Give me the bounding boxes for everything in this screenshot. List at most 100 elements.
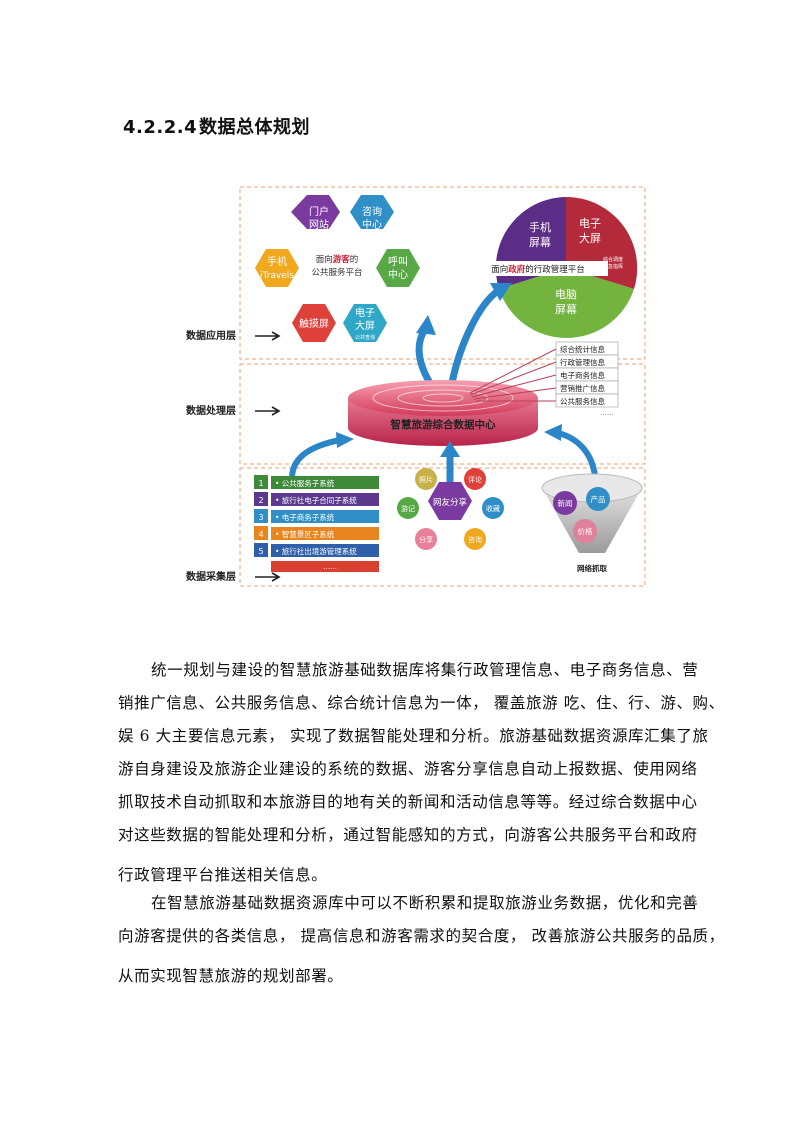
layer-label-process: 数据处理层 <box>186 404 236 417</box>
layer-arrow-icon <box>255 406 281 416</box>
data-center: 智慧旅游综合数据中心 <box>348 380 538 446</box>
hex-consult <box>350 195 394 229</box>
svg-text:5: 5 <box>258 547 263 556</box>
svg-text:照片: 照片 <box>419 475 433 484</box>
data-center-label: 智慧旅游综合数据中心 <box>390 418 496 431</box>
svg-text:2: 2 <box>258 496 263 505</box>
svg-text:营销推广信息: 营销推广信息 <box>560 383 605 393</box>
paragraph-1: 统一规划与建设的智慧旅游基础数据库将集行政管理信息、电子商务信息、营 销推广信息… <box>118 654 725 892</box>
svg-text:大屏: 大屏 <box>579 231 601 245</box>
hex-call <box>376 249 420 287</box>
arrow-head-icon <box>544 424 562 441</box>
svg-text:4: 4 <box>258 530 263 539</box>
arrow-head-icon <box>336 432 354 448</box>
svg-text:行政管理信息: 行政管理信息 <box>560 357 605 367</box>
svg-text:• 智慧景区子系统: • 智慧景区子系统 <box>275 529 335 539</box>
arrow-to-gov-icon <box>448 288 501 384</box>
hex-mobile <box>255 249 299 287</box>
svg-text:iTravels: iTravels <box>260 271 294 281</box>
paragraph-line: 游自身建设及旅游企业建设的系统的数据、游客分享信息自动上报数据、使用网络 <box>118 760 698 778</box>
svg-text:网站: 网站 <box>309 218 329 231</box>
svg-text:呼叫: 呼叫 <box>388 256 408 268</box>
hex-portal <box>291 195 340 229</box>
paragraph-line: 统一规划与建设的智慧旅游基础数据库将集行政管理信息、电子商务信息、营 <box>151 661 699 679</box>
svg-text:价格: 价格 <box>578 526 593 536</box>
svg-text:电脑: 电脑 <box>555 288 577 301</box>
gov-platform-label-bg <box>468 261 608 276</box>
svg-text:咨询: 咨询 <box>468 535 482 544</box>
svg-text:电子商务信息: 电子商务信息 <box>560 370 605 380</box>
hex-bigscreen <box>343 304 387 342</box>
arrow-subsystems-icon <box>289 437 341 479</box>
user-share: 网友分享 照片 评论 游记 收藏 分享 咨询 <box>397 468 504 550</box>
svg-text:面向游客的: 面向游客的 <box>316 254 359 265</box>
paragraph-line: 向游客提供的各类信息， 提高信息和游客需求的契合度， 改善旅游公共服务的品质， <box>118 927 725 945</box>
collect-layer-frame <box>239 467 646 587</box>
info-list: 综合统计信息 行政管理信息 电子商务信息 营销推广信息 公共服务信息 …… <box>469 341 619 417</box>
layer-label-app: 数据应用层 <box>186 329 236 342</box>
svg-text:网友分享: 网友分享 <box>433 497 468 508</box>
svg-text:门户: 门户 <box>309 205 329 218</box>
svg-text:1: 1 <box>258 479 263 488</box>
svg-text:• 旅行社出境游管理系统: • 旅行社出境游管理系统 <box>275 546 357 556</box>
svg-text:大屏: 大屏 <box>355 319 375 332</box>
hex-touch <box>292 304 336 342</box>
arrow-head-icon <box>440 441 460 457</box>
svg-text:• 公共服务子系统: • 公共服务子系统 <box>275 478 335 488</box>
public-platform: 门户 网站 咨询 中心 手机 iTravels 面向游客的 公共服务平台 呼叫 … <box>255 195 420 342</box>
layer-arrow-icon <box>255 331 281 341</box>
svg-text:产品: 产品 <box>591 494 606 504</box>
arrow-crawl-icon <box>557 430 598 477</box>
svg-text:中心: 中心 <box>362 218 382 231</box>
svg-text:应急指挥: 应急指挥 <box>603 263 623 270</box>
pie-pc <box>499 268 634 338</box>
svg-text:综合调度: 综合调度 <box>603 256 623 263</box>
svg-text:综合统计信息: 综合统计信息 <box>560 344 605 354</box>
svg-text:手机: 手机 <box>529 220 551 234</box>
arrow-head-icon <box>416 315 436 335</box>
svg-text:新闻: 新闻 <box>558 498 573 508</box>
paragraph-line: 抓取技术自动抓取和本旅游目的地有关的新闻和活动信息等等。经过综合数据中心 <box>118 793 698 811</box>
svg-text:手机: 手机 <box>267 255 287 268</box>
svg-text:屏幕: 屏幕 <box>529 235 551 249</box>
svg-text:3: 3 <box>258 513 263 522</box>
section-title: 数据总体规划 <box>199 117 310 138</box>
layer-label-collect: 数据采集层 <box>186 570 236 583</box>
paragraph-line: 销推广信息、公共服务信息、综合统计信息为一体， 覆盖旅游 吃、住、行、游、购、 <box>118 694 725 712</box>
web-crawl: 新闻 产品 价格 网络抓取 <box>541 473 643 573</box>
svg-text:公共查询: 公共查询 <box>355 334 375 341</box>
paragraph-line: 行政管理平台推送相关信息。 <box>118 866 328 884</box>
svg-text:……: …… <box>323 563 337 571</box>
subsystem-list: 1 • 公共服务子系统 2 • 旅行社电子合同子系统 3 • 电子商务子系统 4… <box>254 475 379 572</box>
paragraph-line: 对这些数据的智能处理和分析，通过智能感知的方式，向游客公共服务平台和政府 <box>118 826 698 844</box>
svg-text:屏幕: 屏幕 <box>555 302 577 316</box>
svg-text:• 电子商务子系统: • 电子商务子系统 <box>275 512 335 522</box>
svg-text:电子: 电子 <box>579 217 601 230</box>
svg-text:分享: 分享 <box>419 535 433 544</box>
data-planning-diagram: 数据应用层 数据处理层 数据采集层 门户 网站 咨询 中心 手机 iTravel… <box>180 183 650 593</box>
arrow-to-public-icon <box>415 329 434 385</box>
svg-text:中心: 中心 <box>388 268 408 281</box>
paragraph-line: 从而实现智慧旅游的规划部署。 <box>118 967 344 985</box>
section-number: 4.2.2.4 <box>123 117 198 138</box>
layer-arrow-icon <box>255 572 281 582</box>
svg-text:面向政府的行政管理平台: 面向政府的行政管理平台 <box>491 264 585 275</box>
paragraph-line: 在智慧旅游基础数据资源库中可以不断积累和提取旅游业务数据，优化和完善 <box>151 894 699 912</box>
svg-text:……: …… <box>600 409 614 417</box>
svg-text:电子: 电子 <box>355 306 375 319</box>
paragraph-line: 娱 6 大主要信息元素， 实现了数据智能处理和分析。旅游基础数据资源库汇集了旅 <box>118 727 709 745</box>
svg-text:评论: 评论 <box>468 475 482 484</box>
arrow-head-icon <box>490 283 512 301</box>
svg-text:游记: 游记 <box>401 504 415 513</box>
app-layer-frame <box>239 186 646 360</box>
paragraph-2: 在智慧旅游基础数据资源库中可以不断积累和提取旅游业务数据，优化和完善 向游客提供… <box>118 887 725 993</box>
svg-text:咨询: 咨询 <box>362 205 382 218</box>
svg-text:公共服务平台: 公共服务平台 <box>311 267 362 278</box>
svg-text:收藏: 收藏 <box>486 504 500 513</box>
svg-text:网络抓取: 网络抓取 <box>577 563 607 573</box>
process-layer-frame <box>239 363 646 465</box>
svg-text:公共服务信息: 公共服务信息 <box>560 396 605 406</box>
gov-platform: 面向政府的行政管理平台 手机 屏幕 电子 大屏 综合调度 应急指挥 电脑 屏幕 <box>468 196 638 338</box>
svg-text:触摸屏: 触摸屏 <box>299 317 329 330</box>
